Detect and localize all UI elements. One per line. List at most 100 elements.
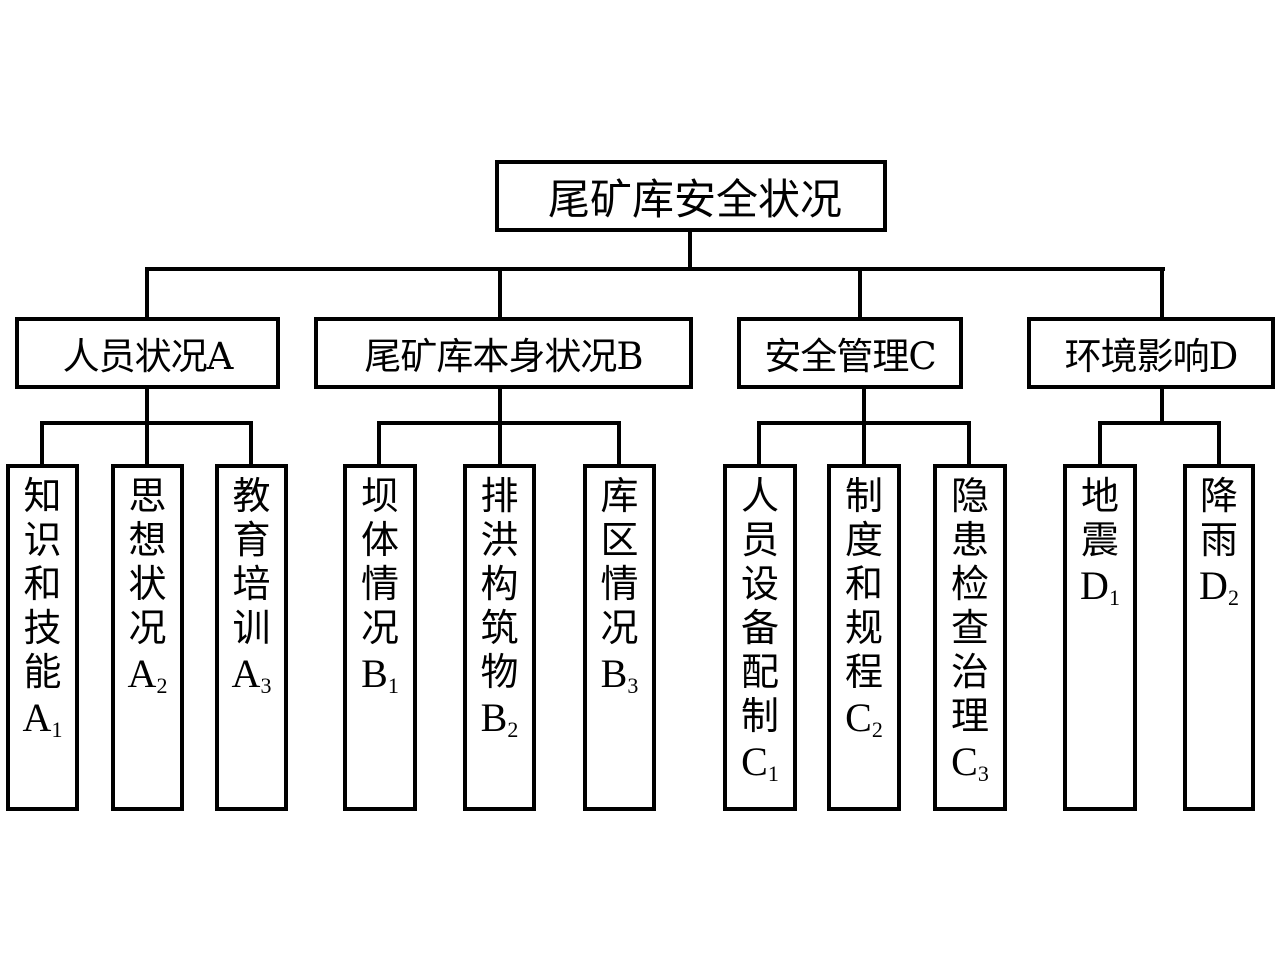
leaf-label: 排洪构筑物: [480, 474, 518, 694]
leaf-label-char: 制: [844, 474, 883, 518]
connector-a3: [249, 421, 253, 466]
leaf-label-char: 洪: [480, 518, 519, 562]
leaf-label-char: 物: [480, 650, 519, 694]
leaf-code-subscript: 2: [1227, 585, 1239, 610]
leaf-label-char: 地: [1080, 474, 1119, 518]
connector-c-down: [862, 387, 866, 425]
category-node-d: 环境影响D: [1027, 317, 1275, 389]
leaf-label-char: 体: [360, 518, 399, 562]
leaf-label-char: 配: [740, 650, 779, 694]
connector-a2: [145, 421, 149, 466]
connector-b2: [498, 421, 502, 466]
category-node-b: 尾矿库本身状况B: [314, 317, 693, 389]
leaf-label-char: 人: [740, 474, 779, 518]
leaf-label-char: 教: [232, 474, 271, 518]
leaf-label-char: 筑: [480, 606, 519, 650]
leaf-code: C1: [741, 739, 779, 786]
leaf-label-char: 况: [360, 606, 399, 650]
leaf-label: 制度和规程: [845, 474, 883, 694]
connector-c1: [757, 421, 761, 466]
leaf-label-char: 患: [950, 518, 989, 562]
leaf-label-char: 员: [740, 518, 779, 562]
leaf-code-subscript: 3: [627, 673, 639, 698]
connector-b-drop: [498, 267, 502, 319]
connector-a-down: [145, 387, 149, 425]
root-node: 尾矿库安全状况: [495, 160, 887, 232]
leaf-label-char: 降: [1199, 474, 1238, 518]
leaf-label-char: 规: [844, 606, 883, 650]
leaf-label-char: 区: [600, 518, 639, 562]
category-label: 人员状况A: [62, 335, 234, 378]
leaf-label-char: 备: [740, 606, 779, 650]
leaf-code-subscript: 3: [260, 673, 272, 698]
leaf-label-char: 情: [600, 562, 639, 606]
leaf-label-char: 库: [600, 474, 639, 518]
leaf-label-char: 坝: [360, 474, 399, 518]
leaf-label-char: 设: [740, 562, 779, 606]
connector-top-bus: [145, 267, 1165, 271]
leaf-code: D1: [1080, 563, 1120, 610]
category-label: 环境影响D: [1064, 335, 1239, 378]
leaf-code: A2: [127, 651, 168, 698]
leaf-label-char: 况: [128, 606, 167, 650]
leaf-label-char: 情: [360, 562, 399, 606]
connector-root-down: [688, 230, 692, 271]
leaf-label-char: 状: [128, 562, 167, 606]
leaf-label: 教育培训: [232, 474, 270, 650]
leaf-code: B1: [361, 651, 399, 698]
leaf-code: A1: [22, 695, 63, 742]
leaf-label: 人员设备配制: [741, 474, 779, 738]
leaf-code-subscript: 1: [387, 673, 399, 698]
connector-c-drop: [858, 267, 862, 319]
leaf-label-char: 构: [480, 562, 519, 606]
leaf-code: C2: [845, 695, 883, 742]
leaf-label-char: 雨: [1199, 518, 1238, 562]
leaf-label: 思想状况: [128, 474, 166, 650]
leaf-label-char: 想: [128, 518, 167, 562]
connector-a-drop: [145, 267, 149, 319]
leaf-label-char: 震: [1080, 518, 1119, 562]
leaf-label-char: 况: [600, 606, 639, 650]
connector-c3: [967, 421, 971, 466]
leaf-label-char: 隐: [950, 474, 989, 518]
leaf-label-char: 育: [232, 518, 271, 562]
leaf-label-char: 和: [844, 562, 883, 606]
leaf-code: B3: [600, 651, 639, 698]
leaf-code-subscript: 1: [1108, 585, 1120, 610]
leaf-code-subscript: 2: [871, 717, 883, 742]
leaf-label: 库区情况: [600, 474, 638, 650]
leaf-code: A3: [231, 651, 272, 698]
leaf-label-char: 排: [480, 474, 519, 518]
leaf-label-char: 理: [950, 694, 989, 738]
leaf-code: D2: [1199, 563, 1239, 610]
leaf-label: 地震: [1081, 474, 1119, 562]
connector-c2: [862, 421, 866, 466]
connector-d-down: [1160, 387, 1164, 425]
leaf-code-subscript: 1: [51, 717, 63, 742]
leaf-label-char: 识: [23, 518, 62, 562]
connector-d-drop: [1160, 267, 1164, 319]
connector-b-down: [498, 387, 502, 425]
leaf-label-char: 培: [232, 562, 271, 606]
leaf-label-char: 训: [232, 606, 271, 650]
leaf-code-subscript: 3: [977, 761, 989, 786]
leaf-code-subscript: 2: [156, 673, 168, 698]
leaf-code: C3: [951, 739, 989, 786]
connector-b1: [377, 421, 381, 466]
leaf-label: 坝体情况: [361, 474, 399, 650]
leaf-label: 隐患检查治理: [951, 474, 989, 738]
leaf-label: 降雨: [1200, 474, 1238, 562]
leaf-label: 知识和技能: [23, 474, 61, 694]
leaf-code: B2: [480, 695, 519, 742]
leaf-label-char: 制: [740, 694, 779, 738]
